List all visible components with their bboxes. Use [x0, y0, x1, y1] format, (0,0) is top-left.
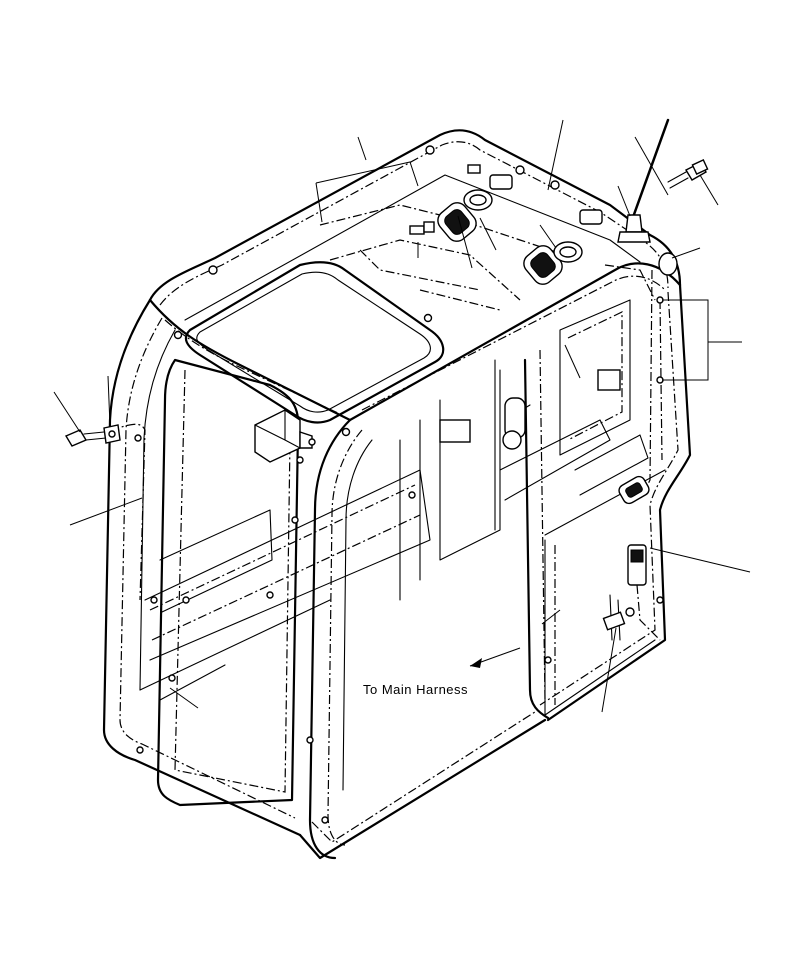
right-harness-connector	[618, 252, 678, 505]
windshield-frame	[156, 358, 300, 807]
left-speaker	[437, 202, 477, 242]
roof-components	[208, 145, 603, 285]
dome-light-left	[463, 189, 493, 211]
dome-light-right	[553, 241, 583, 263]
right-speaker	[523, 245, 563, 285]
rear-connector	[602, 544, 661, 641]
roof-harness	[319, 204, 663, 501]
leader-lines	[53, 119, 751, 713]
roof-bolt	[409, 221, 435, 235]
antenna	[617, 118, 670, 243]
main-harness-label: To Main Harness	[363, 682, 468, 697]
work-lamp	[254, 409, 316, 463]
skylight-window	[184, 261, 445, 424]
bolt-top-right	[667, 159, 709, 189]
cab-frame	[102, 129, 692, 860]
fasteners	[136, 313, 664, 824]
left-harness	[64, 423, 146, 601]
interior-structure	[139, 299, 649, 701]
